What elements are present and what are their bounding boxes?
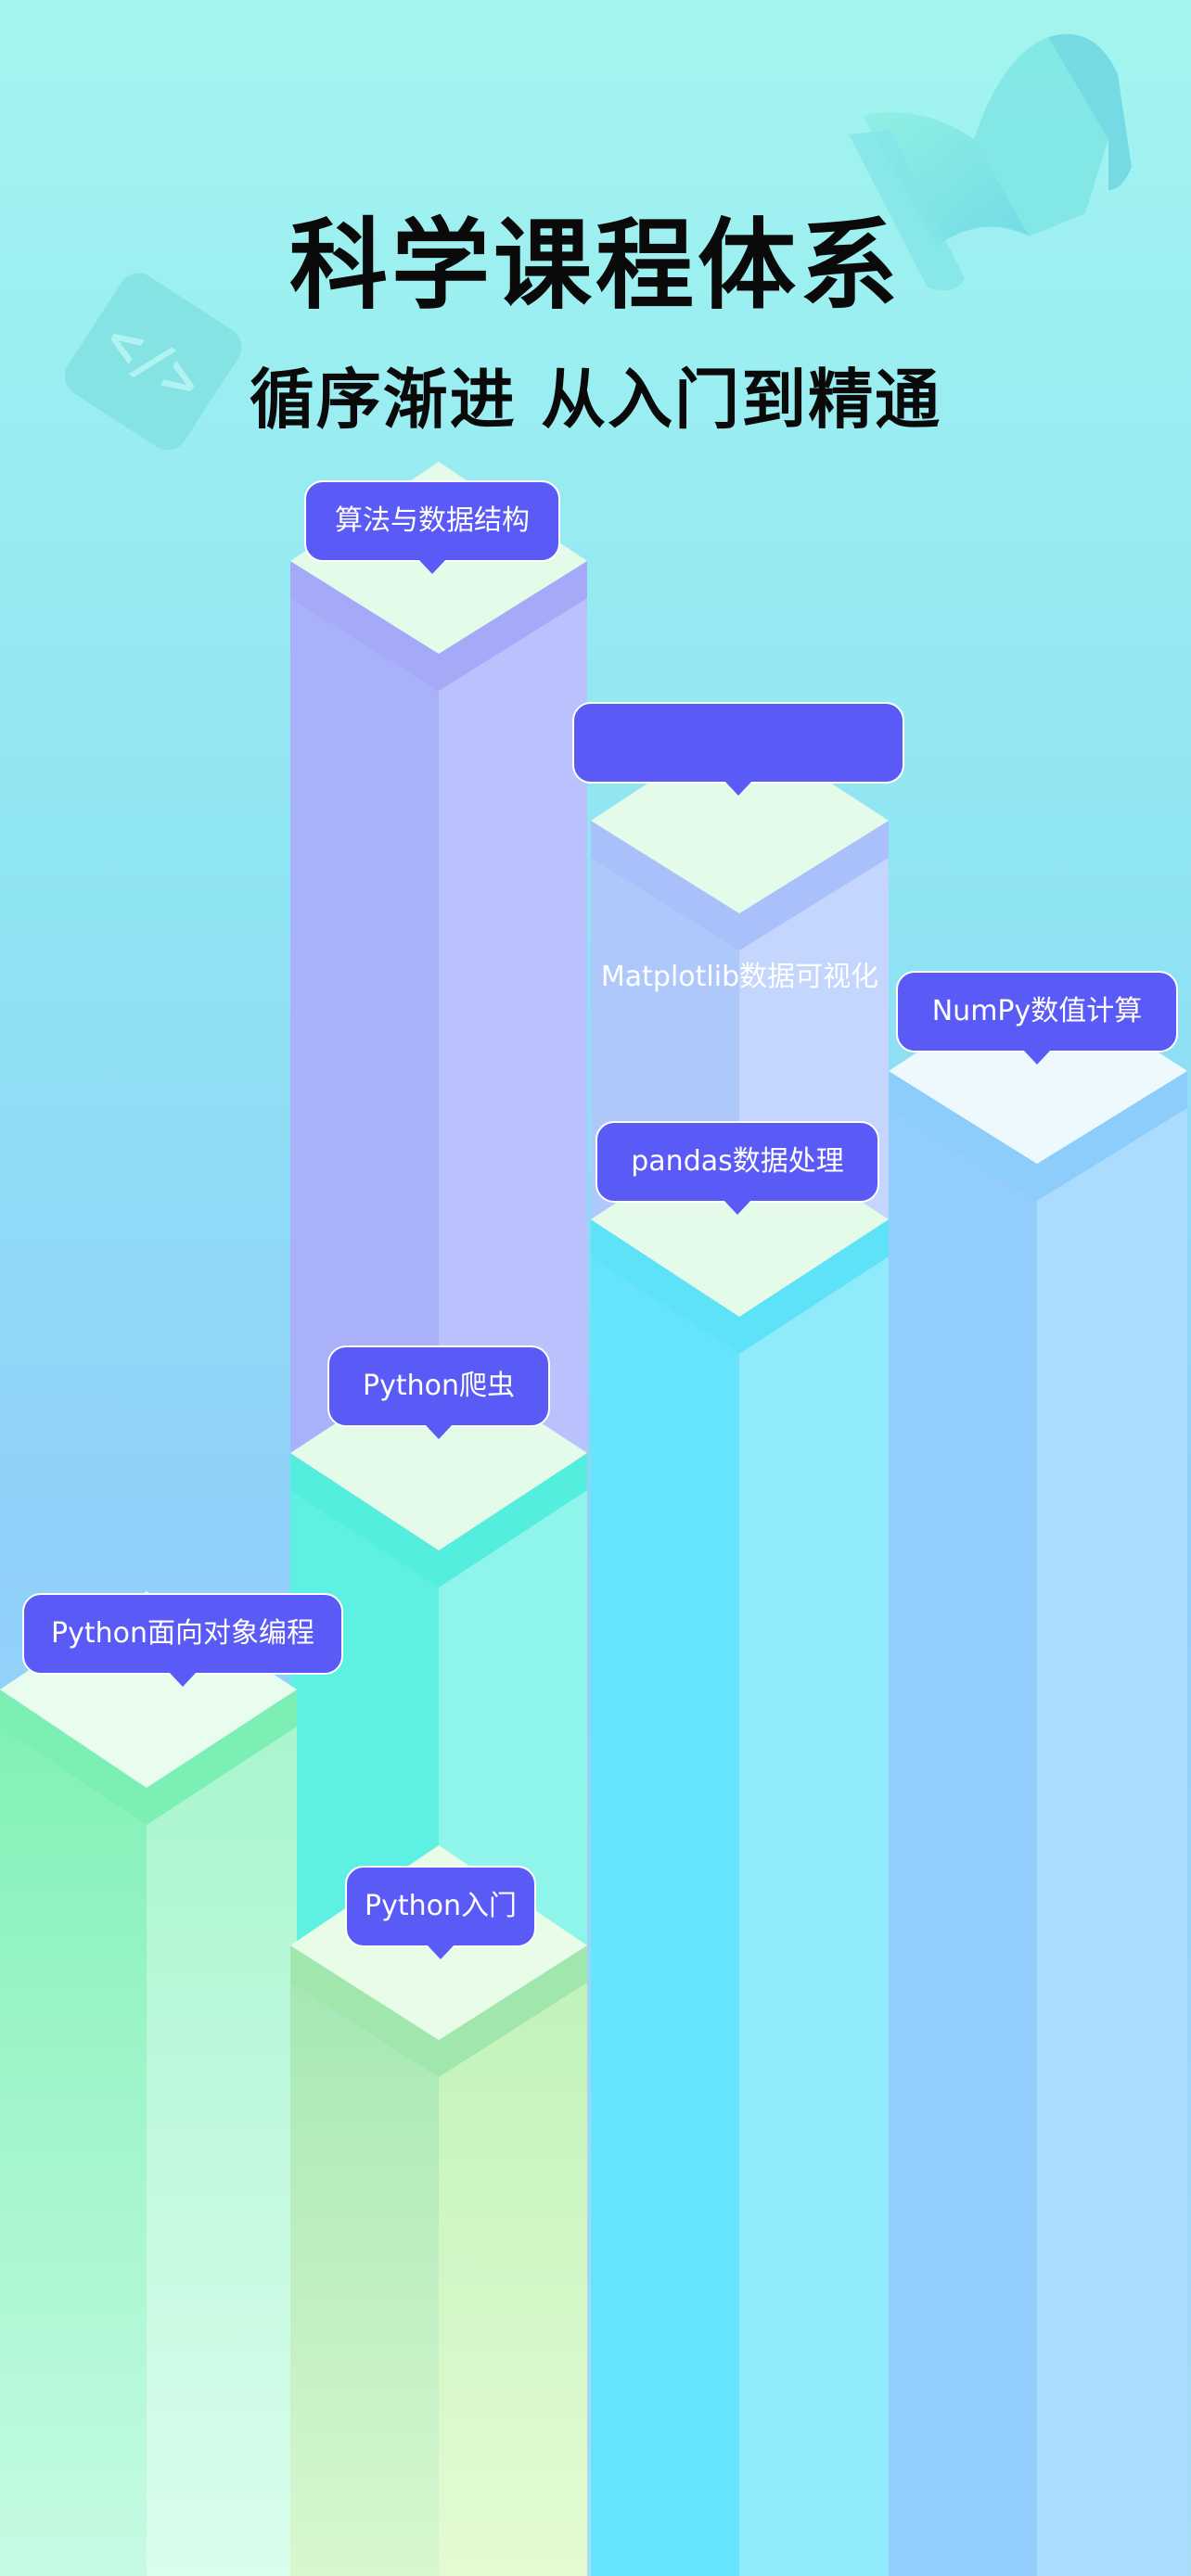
code-brackets-icon: </> xyxy=(64,273,242,451)
course-tag-oop[interactable]: Python面向对象编程 xyxy=(22,1593,343,1687)
course-tag-crawler[interactable]: Python爬虫 xyxy=(327,1345,550,1439)
page-title: 科学课程体系 xyxy=(289,209,902,323)
course-tag-blank[interactable] xyxy=(572,702,904,796)
pillar-oop xyxy=(0,1591,297,2576)
open-book-icon xyxy=(849,33,1132,291)
course-tag-algorithms[interactable]: 算法与数据结构 xyxy=(304,480,560,574)
pillar-pandas xyxy=(591,1122,889,2576)
pillar-intro xyxy=(290,1845,587,2576)
course-tag-intro[interactable]: Python入门 xyxy=(345,1866,536,1959)
page-subtitle: 循序渐进 从入门到精通 xyxy=(249,362,942,438)
course-tag-pandas[interactable]: pandas数据处理 xyxy=(596,1121,879,1215)
course-label-matplotlib[interactable]: Matplotlib数据可视化 xyxy=(600,961,879,993)
pillar-numpy xyxy=(889,974,1187,2576)
course-tag-numpy[interactable]: NumPy数值计算 xyxy=(896,971,1178,1065)
